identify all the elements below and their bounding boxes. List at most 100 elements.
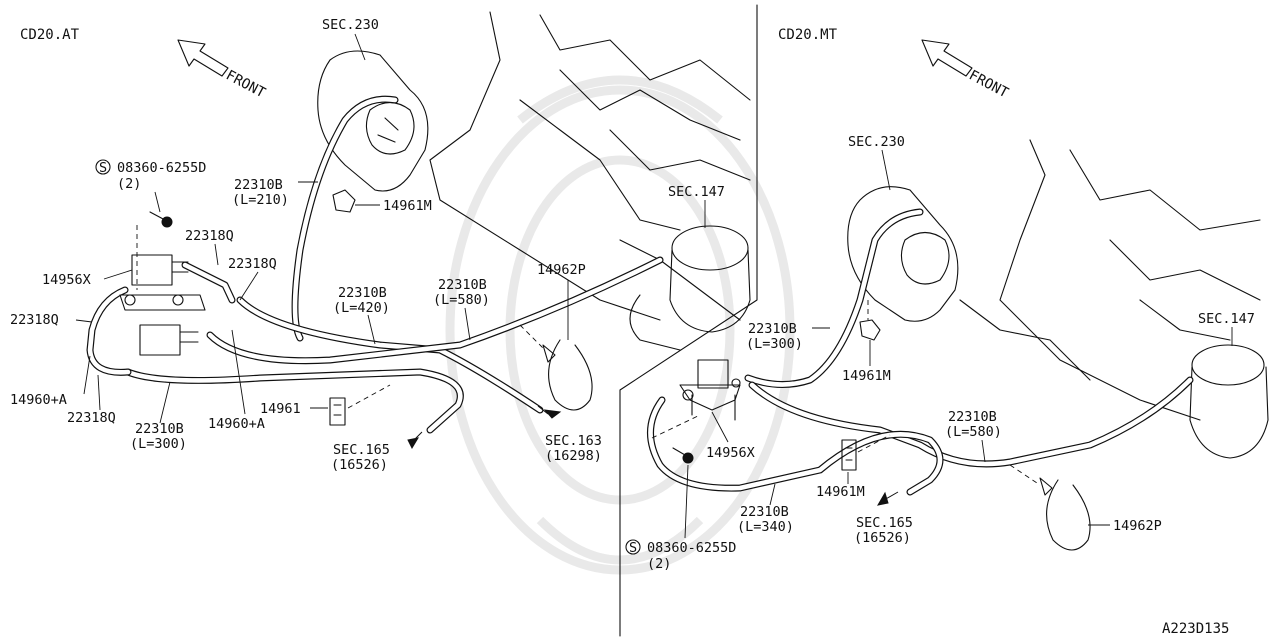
hose-340-leader-mt: [769, 483, 776, 506]
sec147-label-at: SEC.147: [668, 184, 725, 200]
hose-22310b-580: [206, 256, 664, 365]
bolt-symbol-circle-mt: [625, 539, 641, 555]
clip-14961m-top-mt: [859, 319, 881, 341]
diagram-code: A223D135: [1162, 621, 1229, 637]
sec165-label-mt: SEC.165: [856, 515, 913, 531]
front-label-mt: FRONT: [966, 67, 1011, 101]
hose-580-leader: [464, 307, 471, 341]
hose-300-len-label-mt: (L=300): [746, 336, 803, 352]
variant-label-at: CD20.AT: [20, 27, 80, 43]
bolt-symbol-circle-at: [95, 159, 111, 175]
clip-14961-dash-at: [347, 384, 391, 409]
hose-420-len-label: (L=420): [333, 300, 390, 316]
bolt-symbol-at: S: [99, 160, 107, 176]
right-panel: CD20.MT FRONT SEC.230 SEC.147: [625, 27, 1269, 572]
front-arrow-icon: [177, 39, 229, 77]
sec165-arrow-icon-at: [407, 431, 423, 450]
clamp-14962p-label-at: 14962P: [537, 262, 586, 278]
hose-300-part-label-mt: 22310B: [748, 321, 797, 337]
front-arrow-icon-mt: [921, 39, 973, 77]
clip-14961m-at: [332, 189, 356, 213]
solenoid-valve-14956x-mt: [679, 359, 741, 421]
hose-210-part-label: 22310B: [234, 177, 283, 193]
bolt-icon-mt: [672, 447, 694, 464]
front-label-at: FRONT: [223, 67, 268, 101]
sec230-label-at: SEC.230: [322, 17, 379, 33]
clamp-14962p-label-mt: 14962P: [1113, 518, 1162, 534]
connector-a-right-label: 14960+A: [208, 416, 265, 432]
hose-22318q-bottom-label: 22318Q: [67, 410, 116, 426]
clamp-14962p-dash-mt: [1009, 464, 1041, 486]
clip-14961m-bottom-mt: [841, 439, 857, 471]
variant-label-mt: CD20.MT: [778, 27, 838, 43]
bolt-symbol-mt: S: [629, 540, 637, 556]
hose-22318q-left-label: 22318Q: [10, 312, 59, 328]
valve-14956x-label-at: 14956X: [42, 272, 91, 288]
sec163-label-at: SEC.163: [545, 433, 602, 449]
hose-300-leader-at: [159, 381, 171, 424]
hose-22318q-top-label: 22318Q: [185, 228, 234, 244]
sec147-component-at: [629, 225, 751, 351]
valve-14956x-leader-at: [103, 269, 133, 280]
sec163-arrow-icon-at: [537, 405, 562, 419]
hose-22318q-bottom-leader: [97, 374, 101, 411]
bolt-icon-at: [149, 211, 173, 228]
hose-420-leader: [367, 314, 376, 345]
clamp-14962p-dash-at: [519, 324, 546, 351]
bolt-leader-at: [154, 191, 161, 213]
clip-14961-label-at: 14961: [260, 401, 301, 417]
clip-14961m-bottom-dash: [857, 434, 891, 453]
connector-a-right-leader: [231, 329, 246, 415]
hose-22318q-top-leader: [214, 243, 219, 266]
hose-22310b-580-mt: [748, 376, 1194, 468]
sec165-sub-label-at: (16526): [331, 457, 388, 473]
hose-340-len-label-mt: (L=340): [737, 519, 794, 535]
sec230-component-at: [317, 50, 429, 192]
hose-420-part-label: 22310B: [338, 285, 387, 301]
sec165-label-at: SEC.165: [333, 442, 390, 458]
hose-22310b-420: [236, 296, 544, 414]
hose-300-part-label-at: 22310B: [135, 421, 184, 437]
hose-22318q-left: [86, 286, 132, 376]
hose-210-len-label: (L=210): [232, 192, 289, 208]
sec230-label-mt: SEC.230: [848, 134, 905, 150]
sec147-component-mt: [1189, 344, 1269, 459]
bolt-leader-mt: [684, 464, 689, 539]
hose-22318q-top: [181, 261, 236, 304]
hose-22318q-left-leader: [75, 319, 93, 323]
sec230-leader-mt: [881, 149, 891, 191]
hose-340-part-label-mt: 22310B: [740, 504, 789, 520]
hose-22318q-mid-label: 22318Q: [228, 256, 277, 272]
bolt-dash-mt: [651, 414, 701, 439]
hose-580-part-label: 22310B: [438, 277, 487, 293]
sec163-sub-label-at: (16298): [545, 448, 602, 464]
sec165-arrow-icon-mt: [877, 491, 899, 506]
sec147-label-mt: SEC.147: [1198, 311, 1255, 327]
bolt-part-label-mt: 08360-6255D: [647, 540, 736, 556]
hose-22310b-300-mt: [744, 208, 924, 389]
sec230-component-mt: [847, 186, 959, 322]
clamp-14962p-at: [542, 339, 593, 411]
valve-14956x-label-mt: 14956X: [706, 445, 755, 461]
hose-22310b-340-mt: [647, 396, 944, 496]
sec165-sub-label-mt: (16526): [854, 530, 911, 546]
hose-22318q-mid-leader: [239, 271, 259, 301]
clip-14961-at: [329, 397, 346, 426]
hose-580-len-label-mt: (L=580): [945, 424, 1002, 440]
solenoid-valve-14956x-at: [119, 254, 206, 356]
engine-block-outline-mt: [959, 139, 1261, 421]
hose-22310b-210: [291, 95, 399, 342]
hose-580-leader-mt: [981, 439, 986, 463]
clip-14961m-top-label: 14961M: [842, 368, 891, 384]
hose-22310b-300-at: [124, 368, 464, 434]
connector-a-left-label: 14960+A: [10, 392, 67, 408]
hose-300-len-label-at: (L=300): [130, 436, 187, 452]
engine-block-outline: [429, 11, 751, 321]
bolt-qty-label-at: (2): [117, 176, 141, 192]
bolt-part-label-at: 08360-6255D: [117, 160, 206, 176]
valve-14956x-leader-mt: [711, 411, 729, 443]
hose-580-part-label-mt: 22310B: [948, 409, 997, 425]
sec230-leader-at: [354, 33, 366, 61]
